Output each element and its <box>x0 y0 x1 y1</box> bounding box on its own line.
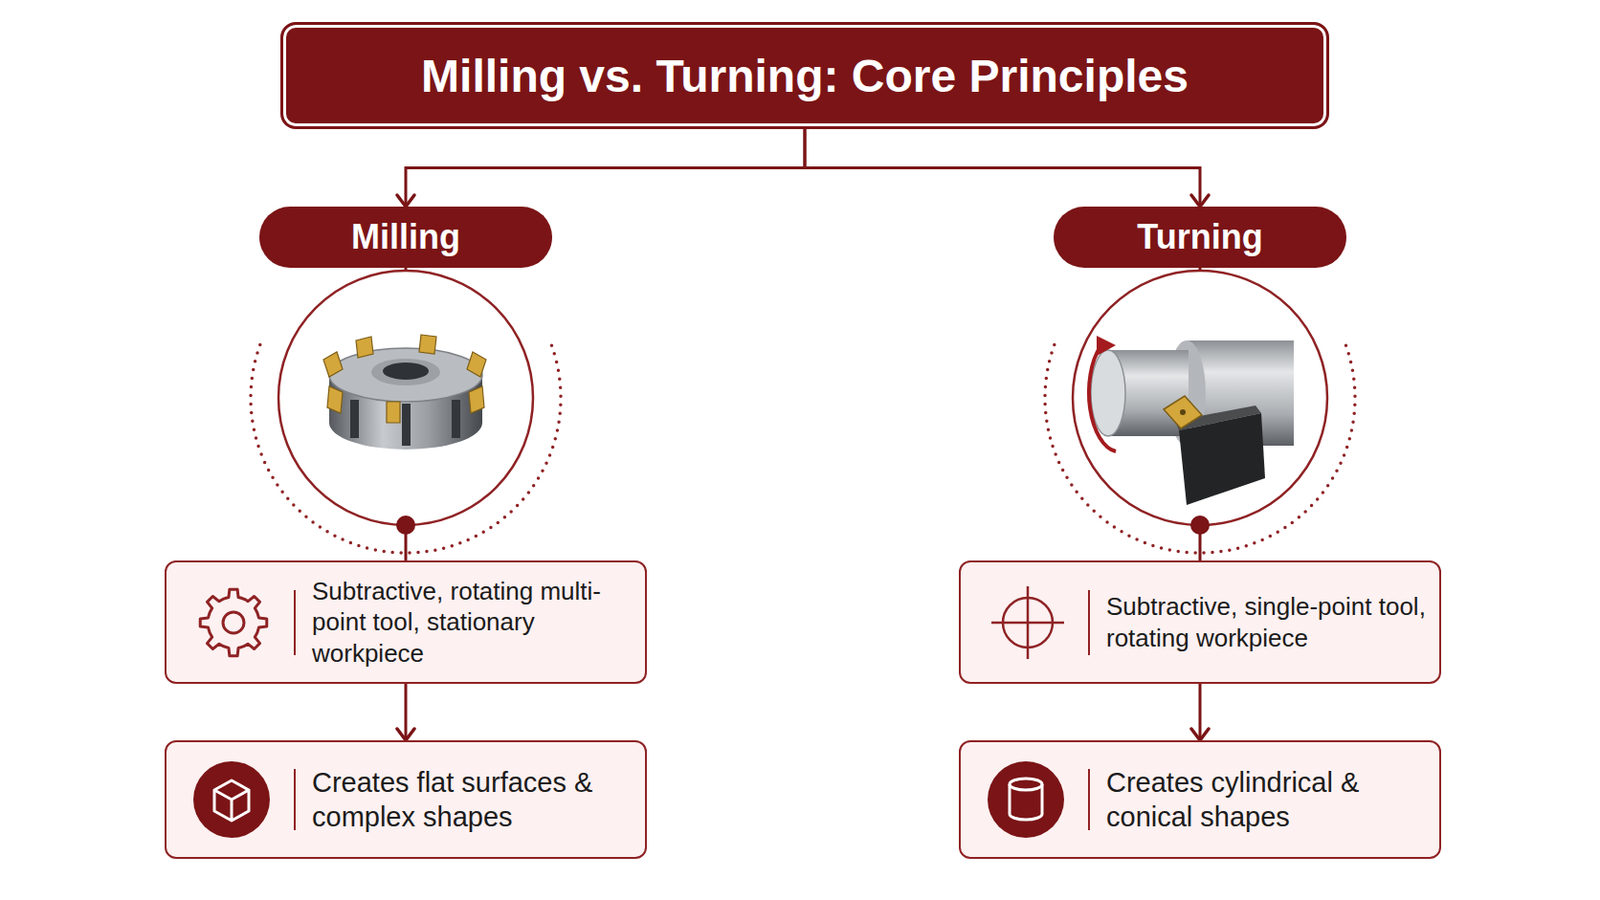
cutter-groove <box>350 400 359 439</box>
connector <box>397 129 805 207</box>
crosshair-icon <box>960 575 1107 671</box>
connector-line <box>804 129 1200 207</box>
text-group: Turning <box>1074 217 1326 258</box>
arrowhead <box>397 195 415 207</box>
illustration-circle <box>1072 270 1328 526</box>
separator <box>1088 590 1090 656</box>
result-box: Creates cylindrical & conical shapes <box>958 740 1442 860</box>
insert <box>323 352 343 378</box>
text-group: Subtractive, single-point tool, rotating… <box>1106 591 1426 654</box>
rotation-arrowhead <box>1096 335 1116 356</box>
crosshair-line <box>991 621 1065 624</box>
gear-hole <box>222 612 245 634</box>
insert <box>466 352 487 378</box>
category-pill: Turning <box>1053 206 1347 268</box>
arrowhead <box>1191 195 1209 207</box>
cutter-hub <box>371 358 441 386</box>
principle-box: Subtractive, rotating multi-point tool, … <box>164 560 647 685</box>
insert-screw <box>1179 409 1186 416</box>
insert <box>419 334 437 355</box>
connector <box>804 129 1209 207</box>
icon-disc <box>987 761 1065 839</box>
cube-icon <box>166 752 312 848</box>
icon-slot <box>960 752 1107 848</box>
text-group: Milling vs. Turning: Core Principles <box>306 49 1304 103</box>
arrowhead <box>1191 729 1209 741</box>
icon-slot <box>960 575 1107 671</box>
connector-line <box>1199 684 1202 741</box>
text-group: Creates flat surfaces & complex shapes <box>311 765 632 836</box>
icon-slot <box>166 575 312 671</box>
category-label: Milling <box>280 217 532 258</box>
icon-slot <box>166 752 312 848</box>
joint-dot <box>396 515 416 535</box>
separator <box>293 769 296 831</box>
cylinder-top <box>1009 778 1043 791</box>
insert <box>1163 396 1202 429</box>
connector-line <box>405 129 805 207</box>
gear-outline <box>200 589 267 657</box>
icon-disc <box>193 761 270 839</box>
connector <box>397 684 415 741</box>
cube-outline <box>214 780 249 822</box>
gear-icon <box>166 575 312 671</box>
principle-box: Subtractive, single-point tool, rotating… <box>958 560 1442 685</box>
connector <box>1191 684 1209 741</box>
result-text: Creates flat surfaces & complex shapes <box>311 765 632 836</box>
rotation-arrow <box>1088 346 1116 452</box>
title-text: Milling vs. Turning: Core Principles <box>306 49 1304 103</box>
text-group: Creates cylindrical & conical shapes <box>1106 765 1426 836</box>
separator <box>1088 769 1090 831</box>
milling-illustration <box>250 270 561 554</box>
category-label: Turning <box>1074 217 1326 258</box>
cutter-groove <box>401 403 411 446</box>
separator <box>293 590 296 656</box>
text-group: Milling <box>280 217 532 258</box>
workpiece-face <box>1090 350 1126 437</box>
cylinder-body <box>1009 784 1043 821</box>
cutter-top <box>329 348 483 402</box>
cylinder-icon <box>960 752 1107 848</box>
insert <box>386 401 400 423</box>
result-box: Creates flat surfaces & complex shapes <box>164 740 647 860</box>
title-box: Milling vs. Turning: Core Principles <box>280 22 1330 130</box>
arrowhead <box>397 729 415 741</box>
insert <box>468 386 485 414</box>
text-group: Subtractive, rotating multi-point tool, … <box>311 576 632 670</box>
illustration-circle <box>278 270 534 526</box>
category-pill: Milling <box>259 206 553 268</box>
insert <box>327 386 343 414</box>
joint-dot <box>1190 515 1210 535</box>
cutter-groove <box>451 400 461 439</box>
connector-line <box>404 684 408 741</box>
result-text: Creates cylindrical & conical shapes <box>1106 765 1426 836</box>
insert <box>355 336 374 358</box>
cutter-hole <box>382 362 429 380</box>
principle-text: Subtractive, single-point tool, rotating… <box>1106 591 1426 654</box>
turning-illustration <box>1044 270 1356 554</box>
principle-text: Subtractive, rotating multi-point tool, … <box>311 576 632 670</box>
